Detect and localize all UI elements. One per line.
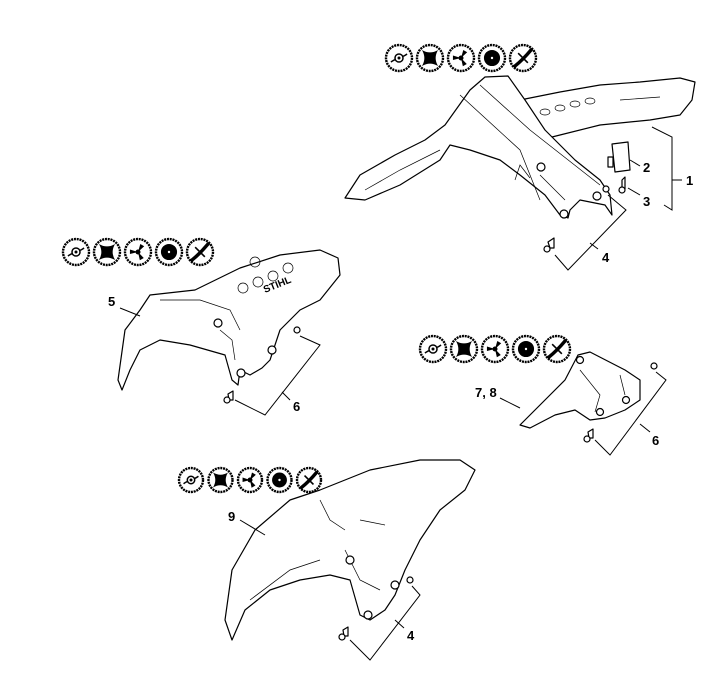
trimmer-head-icon bbox=[177, 466, 205, 494]
callout-7-8: 7, 8 bbox=[475, 385, 497, 400]
blade-3-icon bbox=[480, 334, 510, 364]
trimmer-head-icon bbox=[384, 43, 414, 73]
trimmer-head-icon bbox=[61, 237, 91, 267]
deflector-part-1 bbox=[344, 75, 696, 253]
callout-4: 4 bbox=[602, 250, 610, 265]
metal-blade-4-icon bbox=[92, 237, 122, 267]
saw-blade-icon bbox=[511, 334, 541, 364]
callout-2: 2 bbox=[643, 160, 650, 175]
callout-4b: 4 bbox=[407, 628, 415, 643]
deflector-part-7-8 bbox=[519, 351, 658, 443]
blade-2-icon bbox=[295, 466, 323, 494]
metal-blade-4-icon bbox=[207, 466, 234, 494]
callout-6a: 6 bbox=[293, 399, 300, 414]
blade-2-icon bbox=[185, 237, 215, 267]
callout-3: 3 bbox=[643, 194, 650, 209]
metal-blade-4-icon bbox=[449, 334, 479, 364]
saw-blade-icon bbox=[477, 43, 507, 73]
blade-2-icon bbox=[542, 334, 572, 364]
deflector-part-5: STIHL bbox=[117, 249, 341, 404]
saw-blade-icon bbox=[154, 237, 184, 267]
callout-6b: 6 bbox=[652, 433, 659, 448]
callout-9: 9 bbox=[228, 509, 235, 524]
blade-3-icon bbox=[123, 237, 153, 267]
blade-3-icon bbox=[446, 43, 476, 73]
blade-2-icon bbox=[508, 43, 538, 73]
metal-blade-4-icon bbox=[415, 43, 445, 73]
saw-blade-icon bbox=[266, 466, 293, 494]
blade-3-icon bbox=[236, 466, 264, 494]
callout-1: 1 bbox=[686, 173, 693, 188]
callout-5: 5 bbox=[108, 294, 115, 309]
trimmer-head-icon bbox=[418, 334, 448, 364]
deflector-part-9 bbox=[224, 459, 476, 641]
